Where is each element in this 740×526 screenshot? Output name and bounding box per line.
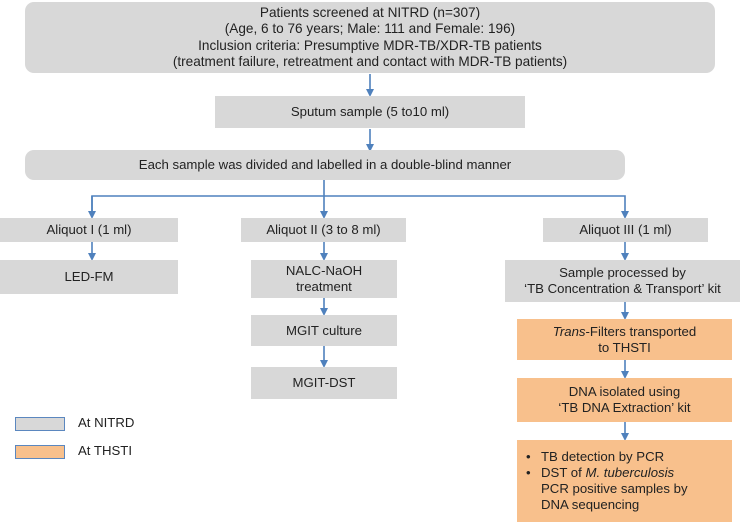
trans-line-2: to THSTI (598, 339, 651, 355)
bullet2-line2: PCR positive samples by (541, 481, 688, 496)
mgit-dst-box: MGIT-DST (251, 367, 397, 399)
aliquot3-label: Aliquot III (1 ml) (579, 222, 672, 237)
divided-label: Each sample was divided and labelled in … (138, 157, 512, 172)
mgit-culture-box: MGIT culture (251, 315, 397, 346)
results-list: •TB detection by PCR •DST of M. tubercul… (523, 449, 732, 513)
aliquot2-box: Aliquot II (3 to 8 ml) (241, 218, 406, 242)
sample-processed-box: Sample processed by ‘TB Concentration & … (505, 260, 740, 302)
aliquot1-box: Aliquot I (1 ml) (0, 218, 178, 242)
mgit-culture-label: MGIT culture (286, 322, 362, 338)
legend-label-nitrd: At NITRD (78, 415, 135, 430)
aliquot1-label: Aliquot I (1 ml) (46, 222, 132, 237)
mgit-dst-label: MGIT-DST (292, 375, 356, 390)
aliquot2-label: Aliquot II (3 to 8 ml) (266, 222, 381, 237)
bullet1-text: TB detection by PCR (541, 449, 665, 464)
nalc-line-1: NALC-NaOH (285, 263, 363, 278)
trans-italic: Trans (552, 323, 586, 339)
legend-label-thsti: At THSTI (78, 443, 132, 458)
dna-line-1: DNA isolated using (568, 384, 681, 399)
trans-filters-box: Trans-Filters transported to THSTI (517, 319, 732, 360)
dna-isolated-box: DNA isolated using ‘TB DNA Extraction’ k… (517, 378, 732, 422)
branch-line (91, 195, 629, 219)
screening-line-4: (treatment failure, retreatment and cont… (172, 54, 568, 69)
processed-line-1: Sample processed by (559, 265, 686, 280)
result-item-pcr: •TB detection by PCR (526, 449, 665, 464)
screening-box: Patients screened at NITRD (n=307) (Age,… (25, 2, 715, 73)
screening-line-1: Patients screened at NITRD (n=307) (259, 4, 481, 20)
aliquot3-box: Aliquot III (1 ml) (543, 218, 708, 242)
legend-swatch-nitrd (15, 417, 65, 431)
legend-swatch-thsti (15, 445, 65, 459)
results-box: •TB detection by PCR •DST of M. tubercul… (517, 440, 732, 522)
trans-line-1: Trans-Filters transported (553, 324, 696, 340)
bullet2-line3: DNA sequencing (541, 497, 640, 512)
sputum-sample-label: Sputum sample (5 to10 ml) (290, 104, 450, 119)
nalc-line-2: treatment (296, 279, 352, 294)
screening-line-2: (Age, 6 to 76 years; Male: 111 and Femal… (224, 21, 516, 36)
divided-box: Each sample was divided and labelled in … (25, 150, 625, 180)
bullet2-pre: DST of (541, 465, 586, 480)
processed-line-2: ‘TB Concentration & Transport’ kit (524, 281, 721, 296)
led-fm-box: LED-FM (0, 260, 178, 294)
trans-rest: -Filters transported (585, 323, 697, 339)
screening-line-3: Inclusion criteria: Presumptive MDR-TB/X… (198, 37, 542, 53)
dna-line-2: ‘TB DNA Extraction’ kit (558, 400, 691, 415)
led-fm-label: LED-FM (64, 269, 114, 284)
sputum-sample-box: Sputum sample (5 to10 ml) (215, 96, 525, 128)
bullet2-italic: M. tuberculosis (585, 465, 675, 480)
nalc-naoh-box: NALC-NaOH treatment (251, 260, 397, 298)
